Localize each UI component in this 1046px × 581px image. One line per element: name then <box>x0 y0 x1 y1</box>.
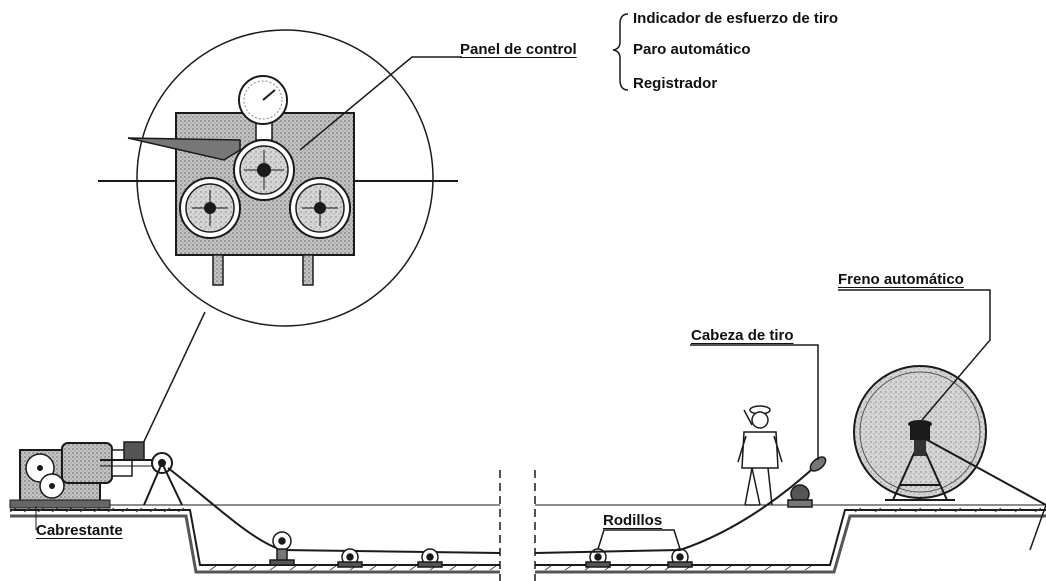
roller-left-2 <box>337 548 363 568</box>
label-paro: Paro automático <box>633 41 751 58</box>
label-rodillos: Rodillos <box>603 512 663 529</box>
worker-figure <box>737 405 783 506</box>
cable-left <box>167 467 501 554</box>
leader-panel-control <box>299 56 462 151</box>
label-cabeza: Cabeza de tiro <box>691 327 794 344</box>
brace-panel-items <box>612 13 629 91</box>
label-indicador: Indicador de esfuerzo de tiro <box>633 10 839 27</box>
leader-freno <box>838 289 991 421</box>
sheave-right <box>289 177 351 239</box>
roller-right-2 <box>667 548 693 568</box>
ground-hatch-left <box>9 507 497 571</box>
label-freno: Freno automático <box>838 271 964 288</box>
sheave-left <box>179 177 241 239</box>
label-cabrestante: Cabrestante <box>36 522 123 539</box>
cable-right <box>534 461 821 554</box>
cable-reel <box>853 365 987 501</box>
label-registrador: Registrador <box>633 75 718 92</box>
pulling-head <box>809 456 827 472</box>
roller-left-3 <box>417 548 443 568</box>
break-marks <box>499 470 536 581</box>
sheave-top <box>233 139 295 201</box>
cable-reel-drop <box>1029 504 1046 551</box>
ground-hatch-right <box>544 507 1042 571</box>
roller-left-1 <box>269 531 295 566</box>
rodillos-bracket <box>597 529 681 550</box>
winch <box>9 441 162 509</box>
label-panel-control: Panel de control <box>460 41 577 58</box>
gauge-icon <box>238 75 288 125</box>
cable-reel-out <box>919 435 1046 506</box>
winch-pulley <box>143 452 183 506</box>
entry-roller <box>787 484 813 508</box>
leader-cabeza-tiro <box>690 344 819 460</box>
